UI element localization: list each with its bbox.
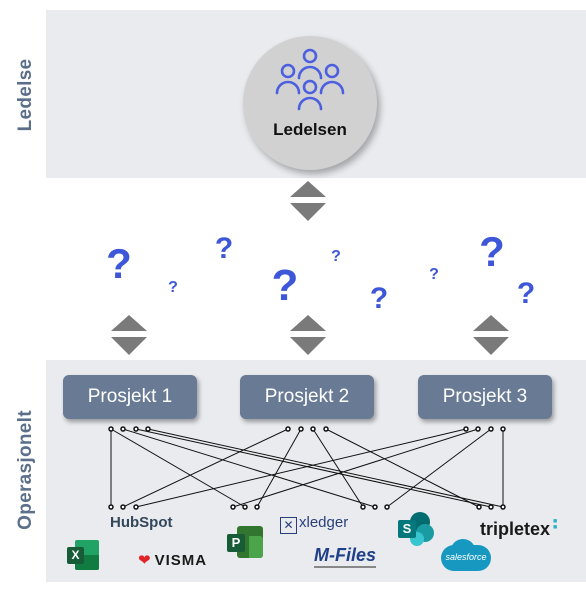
- sharepoint-icon: S: [398, 512, 434, 546]
- project-letter: P: [227, 534, 245, 552]
- excel-letter: X: [67, 547, 84, 564]
- project-box: Prosjekt 2: [240, 375, 374, 419]
- visma-logo: ❤VISMA: [138, 551, 207, 569]
- double-arrow-icon: [290, 315, 326, 355]
- question-mark: ?: [369, 282, 389, 315]
- tripletex-mark-icon: ■■: [553, 518, 558, 531]
- question-mark: ?: [106, 240, 132, 287]
- hubspot-logo-text: HubSpot: [110, 514, 173, 531]
- xledger-logo: ✕xledger: [280, 514, 348, 534]
- hubspot-logo: HubSpot: [110, 514, 172, 531]
- xledger-logo-text: xledger: [299, 514, 349, 531]
- double-arrow-icon: [473, 315, 509, 355]
- excel-icon: X: [67, 540, 99, 570]
- leadership-node: Ledelsen: [243, 36, 377, 170]
- question-mark: ?: [214, 232, 234, 265]
- mfiles-logo-text: M-Files: [314, 545, 377, 565]
- project-box: Prosjekt 1: [63, 375, 197, 419]
- mfiles-logo: M-Files: [314, 545, 377, 568]
- question-mark: ?: [479, 228, 505, 275]
- visma-mark-icon: ❤: [138, 552, 152, 569]
- sharepoint-letter: S: [398, 520, 416, 538]
- ms-project-icon: P: [227, 526, 263, 558]
- leadership-label: Ledelsen: [273, 120, 347, 139]
- project-box: Prosjekt 3: [418, 375, 552, 419]
- xledger-mark-icon: ✕: [280, 517, 297, 534]
- double-arrow-icon: [290, 181, 326, 221]
- question-mark: ?: [331, 248, 341, 265]
- question-mark: ?: [516, 277, 536, 310]
- question-mark: ?: [168, 279, 178, 296]
- visma-logo-text: VISMA: [154, 552, 208, 569]
- double-arrow-icon: [111, 315, 147, 355]
- tripletex-logo-text: tripletex: [480, 519, 551, 539]
- salesforce-logo: salesforce: [441, 539, 491, 571]
- question-mark: ?: [429, 266, 439, 283]
- salesforce-logo-text: salesforce: [445, 552, 487, 562]
- tripletex-logo: tripletex■■: [480, 518, 558, 540]
- people-group-icon: [275, 48, 345, 111]
- question-mark: ?: [271, 261, 299, 310]
